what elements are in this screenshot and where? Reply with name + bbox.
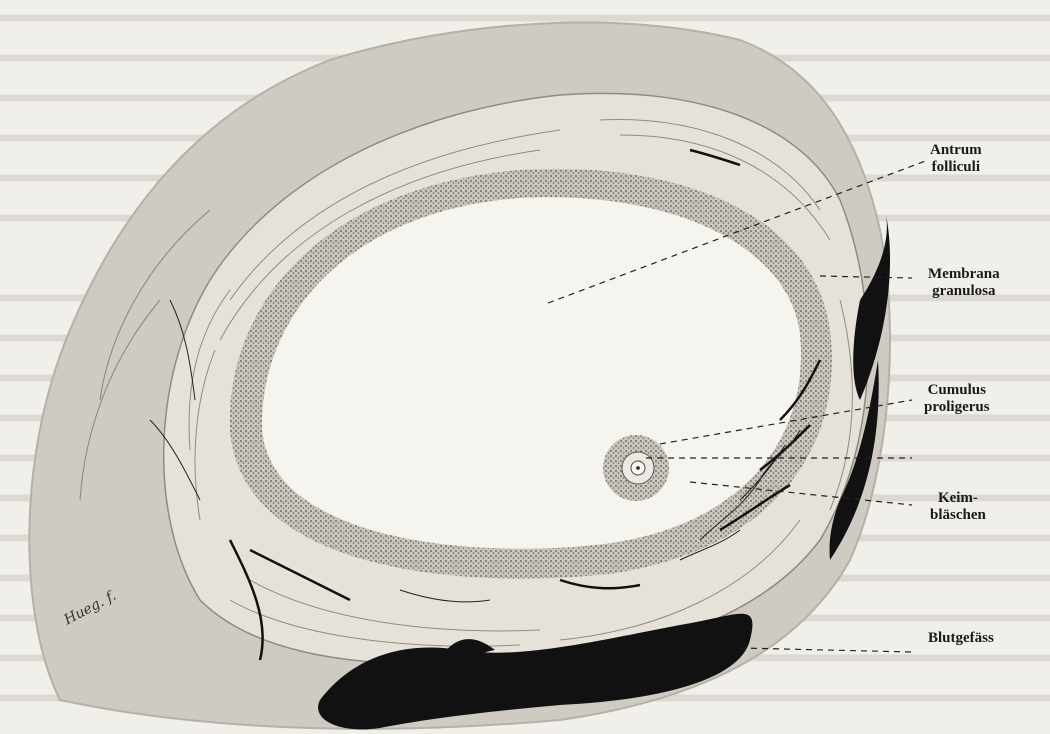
label-line: Membrana	[928, 266, 1000, 283]
label-line: bläschen	[930, 507, 986, 524]
label-line: Antrum	[930, 142, 982, 159]
label-line: granulosa	[928, 283, 1000, 300]
label-membrana-granulosa: Membrana granulosa	[928, 266, 1000, 300]
label-line: Keim-	[930, 490, 986, 507]
label-antrum-folliculi: Antrum folliculi	[930, 142, 982, 176]
label-cumulus-proligerus: Cumulus proligerus	[924, 382, 990, 416]
label-line: Blutgefäss	[928, 630, 994, 647]
label-line: Cumulus	[924, 382, 990, 399]
nucleolus	[636, 466, 640, 470]
label-keimblaeschen: Keim- bläschen	[930, 490, 986, 524]
label-blutgefaess: Blutgefäss	[928, 630, 994, 647]
label-line: proligerus	[924, 399, 990, 416]
label-line: folliculi	[930, 159, 982, 176]
